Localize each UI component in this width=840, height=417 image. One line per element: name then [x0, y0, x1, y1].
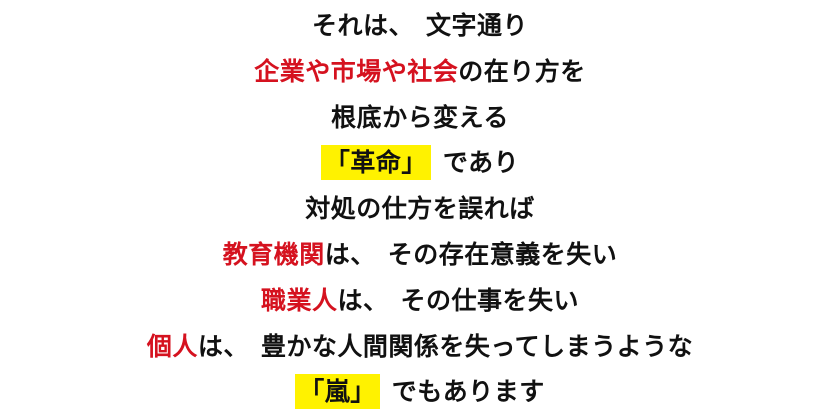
text-segment: は、	[324, 239, 376, 269]
text-line-8: 個人は、豊かな人間関係を失ってしまうような	[0, 324, 840, 370]
text-segment: 文字通り	[426, 11, 529, 40]
text-line-9: 「嵐」でもあります	[0, 369, 840, 415]
text-line-5: 対処の仕方を誤れば	[0, 186, 840, 232]
emphasis-red-text: 職業人	[260, 285, 338, 315]
text-segment: その存在意義を失い	[387, 239, 618, 269]
text-segment: であり	[442, 148, 520, 178]
text-segment: は、	[197, 331, 249, 361]
text-segment: 対処の仕方を誤れば	[305, 194, 535, 224]
text-line-1: それは、文字通り	[0, 3, 840, 49]
emphasis-red-text: 個人	[146, 331, 198, 361]
emphasis-red-text: 企業や市場や社会	[254, 56, 459, 86]
text-line-3: 根底から変える	[0, 95, 840, 141]
text-line-7: 職業人は、その仕事を失い	[0, 278, 840, 324]
text-line-2: 企業や市場や社会の在り方を	[0, 49, 840, 95]
emphasis-red-text: 教育機関	[222, 239, 325, 269]
text-segment: 根底から変える	[331, 102, 509, 132]
text-segment: 豊かな人間関係を失ってしまうような	[260, 331, 694, 361]
text-segment: の在り方を	[458, 56, 586, 86]
text-segment: は、	[337, 285, 389, 315]
highlighted-keyword: 「嵐」	[295, 374, 380, 410]
text-segment: でもあります	[391, 377, 545, 407]
highlighted-keyword: 「革命」	[320, 145, 431, 181]
text-segment: その仕事を失い	[400, 285, 580, 315]
text-line-4: 「革命」であり	[0, 140, 840, 186]
text-segment: それは、	[311, 11, 414, 40]
text-line-6: 教育機関は、その存在意義を失い	[0, 232, 840, 278]
